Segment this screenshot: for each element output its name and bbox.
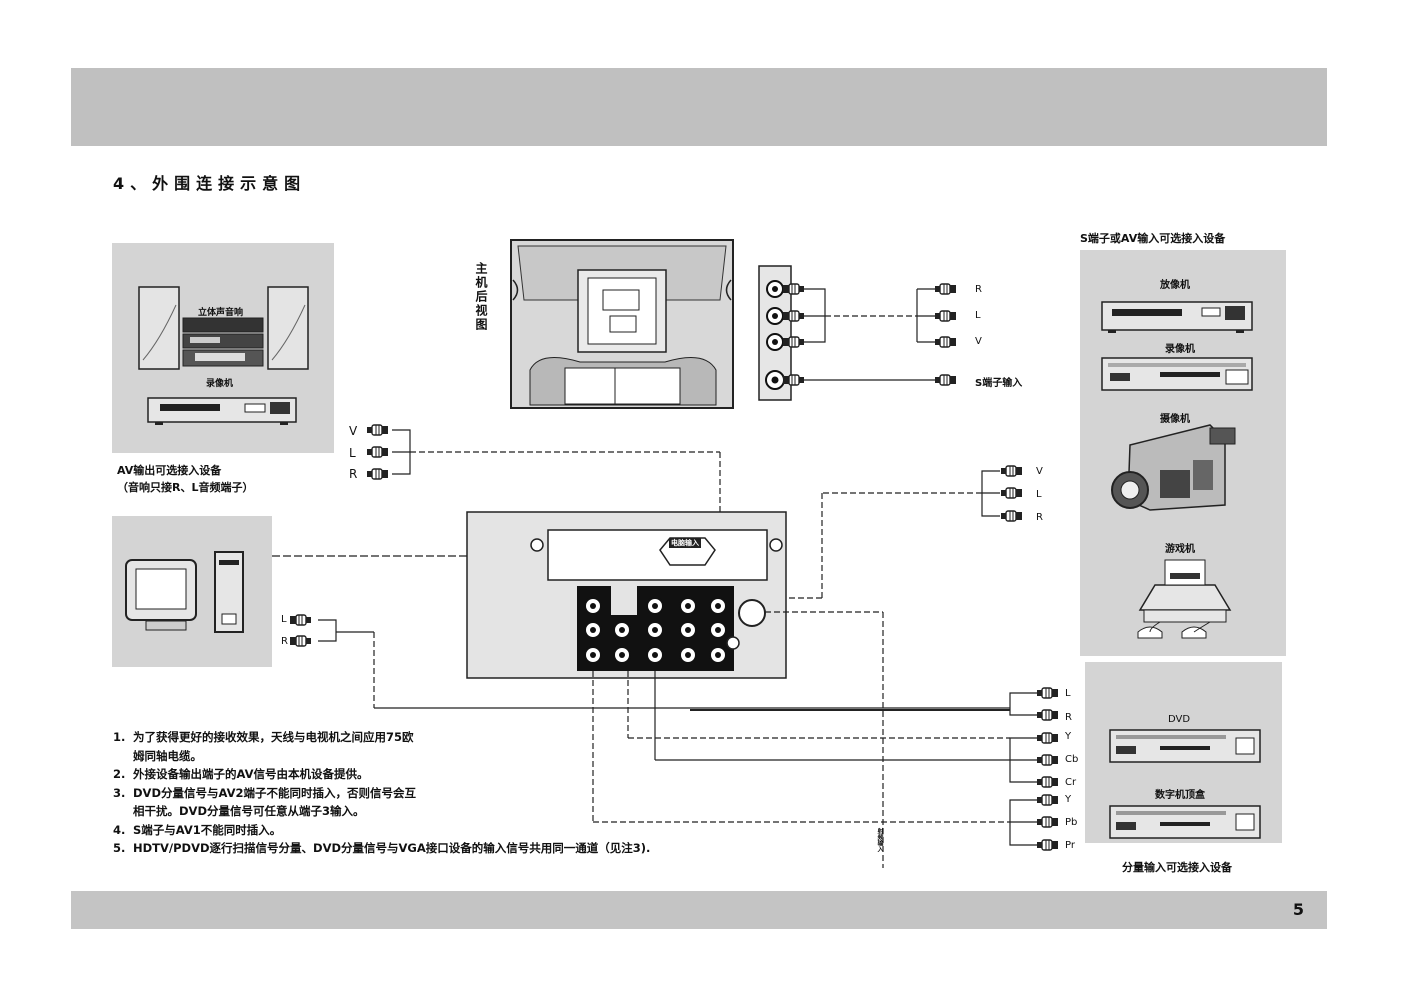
- component-label-l: L: [1065, 688, 1071, 699]
- note-item: 4. S端子与AV1不能同时插入。: [113, 821, 773, 840]
- camcorder-label: 摄像机: [1160, 414, 1190, 425]
- player-label: 放像机: [1160, 280, 1190, 291]
- stereo-label: 立体声音响: [198, 308, 244, 318]
- note-text: DVD分量信号与AV2端子不能同时插入，否则信号会互相干扰。DVD分量信号可任意…: [133, 785, 417, 819]
- component-label-y2: Y: [1065, 794, 1072, 805]
- top-right-label-r: R: [975, 284, 982, 295]
- av-out-caption-line1: AV输出可选接入设备: [117, 464, 222, 477]
- pc-audio-label-r: R: [281, 636, 288, 647]
- header-band: [71, 68, 1327, 146]
- note-number: 4.: [113, 822, 126, 837]
- component-label-cb: Cb: [1065, 754, 1079, 765]
- top-right-label-v: V: [975, 336, 982, 347]
- game-label: 游戏机: [1165, 544, 1195, 555]
- section-title: 4、外围连接示意图: [113, 174, 307, 193]
- note-item: 2. 外接设备输出端子的AV信号由本机设备提供。: [113, 765, 773, 784]
- component-label-y1: Y: [1065, 731, 1072, 742]
- antenna-label: 射频输入: [876, 828, 883, 852]
- pc-icon: [125, 551, 244, 633]
- top-right-rlv-cables: [804, 283, 957, 386]
- av-out-label-v: V: [349, 424, 358, 438]
- component-label-cr: Cr: [1065, 777, 1077, 788]
- note-number: 2.: [113, 767, 126, 781]
- page-number: 5: [1292, 900, 1304, 919]
- tv-rear-view: [510, 239, 734, 409]
- note-item: 1. 为了获得更好的接收效果，天线与电视机之间应用75欧姆同轴电缆。: [113, 728, 773, 765]
- right-av-label-v: V: [1036, 466, 1043, 477]
- note-number: 3.: [113, 785, 126, 800]
- component-label-pb: Pb: [1065, 817, 1078, 828]
- stb-label: 数字机顶盒: [1155, 790, 1205, 801]
- dvd-label: DVD: [1168, 714, 1191, 725]
- game-console-icon: [1137, 559, 1232, 639]
- component-cables: [592, 671, 1059, 851]
- stereo-system-icon: [138, 286, 309, 370]
- s-av-input-caption: S端子或AV输入可选接入设备: [1080, 232, 1226, 245]
- vcr-left-label: 录像机: [206, 379, 234, 389]
- s-input-label: S端子输入: [975, 378, 1023, 389]
- vcr-left-icon: [147, 397, 297, 425]
- vcr-right-label: 录像机: [1165, 344, 1195, 355]
- component-label-r: R: [1065, 712, 1072, 723]
- component-label-pr: Pr: [1065, 840, 1075, 851]
- tv-side-jack-panel: [758, 265, 805, 401]
- note-number: 5.: [113, 841, 126, 855]
- stb-icon: [1109, 805, 1261, 839]
- pc-audio-cables: [289, 614, 1010, 709]
- footer-band: [71, 891, 1327, 929]
- note-item: 3. DVD分量信号与AV2端子不能同时插入，否则信号会互相干扰。DVD分量信号可…: [113, 784, 773, 821]
- pc-audio-label-l: L: [281, 614, 287, 625]
- right-av-label-l: L: [1036, 489, 1042, 500]
- top-right-label-l: L: [975, 310, 981, 321]
- note-text: 外接设备输出端子的AV信号由本机设备提供。: [133, 767, 369, 781]
- vga-input-label: 电脑输入: [669, 538, 701, 548]
- note-text: HDTV/PDVD逐行扫描信号分量、DVD分量信号与VGA接口设备的输入信号共用…: [133, 841, 651, 855]
- note-number: 1.: [113, 730, 126, 744]
- note-text: 为了获得更好的接收效果，天线与电视机之间应用75欧姆同轴电缆。: [133, 730, 414, 763]
- av-out-caption-line2: （音响只接R、L音频端子）: [117, 481, 254, 494]
- player-icon: [1101, 301, 1253, 333]
- note-item: 5. HDTV/PDVD逐行扫描信号分量、DVD分量信号与VGA接口设备的输入信号…: [113, 839, 773, 858]
- center-jack-panel: [466, 511, 787, 679]
- right-av-label-r: R: [1036, 512, 1043, 523]
- av-out-label-l: L: [349, 446, 356, 460]
- component-input-caption: 分量输入可选接入设备: [1122, 861, 1232, 874]
- dvd-icon: [1109, 729, 1261, 763]
- tv-rear-label: 主机后视图: [474, 262, 488, 332]
- camcorder-icon: [1111, 424, 1236, 511]
- notes-list: 1. 为了获得更好的接收效果，天线与电视机之间应用75欧姆同轴电缆。 2. 外接设备…: [113, 728, 773, 858]
- note-text: S端子与AV1不能同时插入。: [133, 822, 282, 837]
- av-out-label-r: R: [349, 467, 358, 481]
- vcr-right-icon: [1101, 357, 1253, 391]
